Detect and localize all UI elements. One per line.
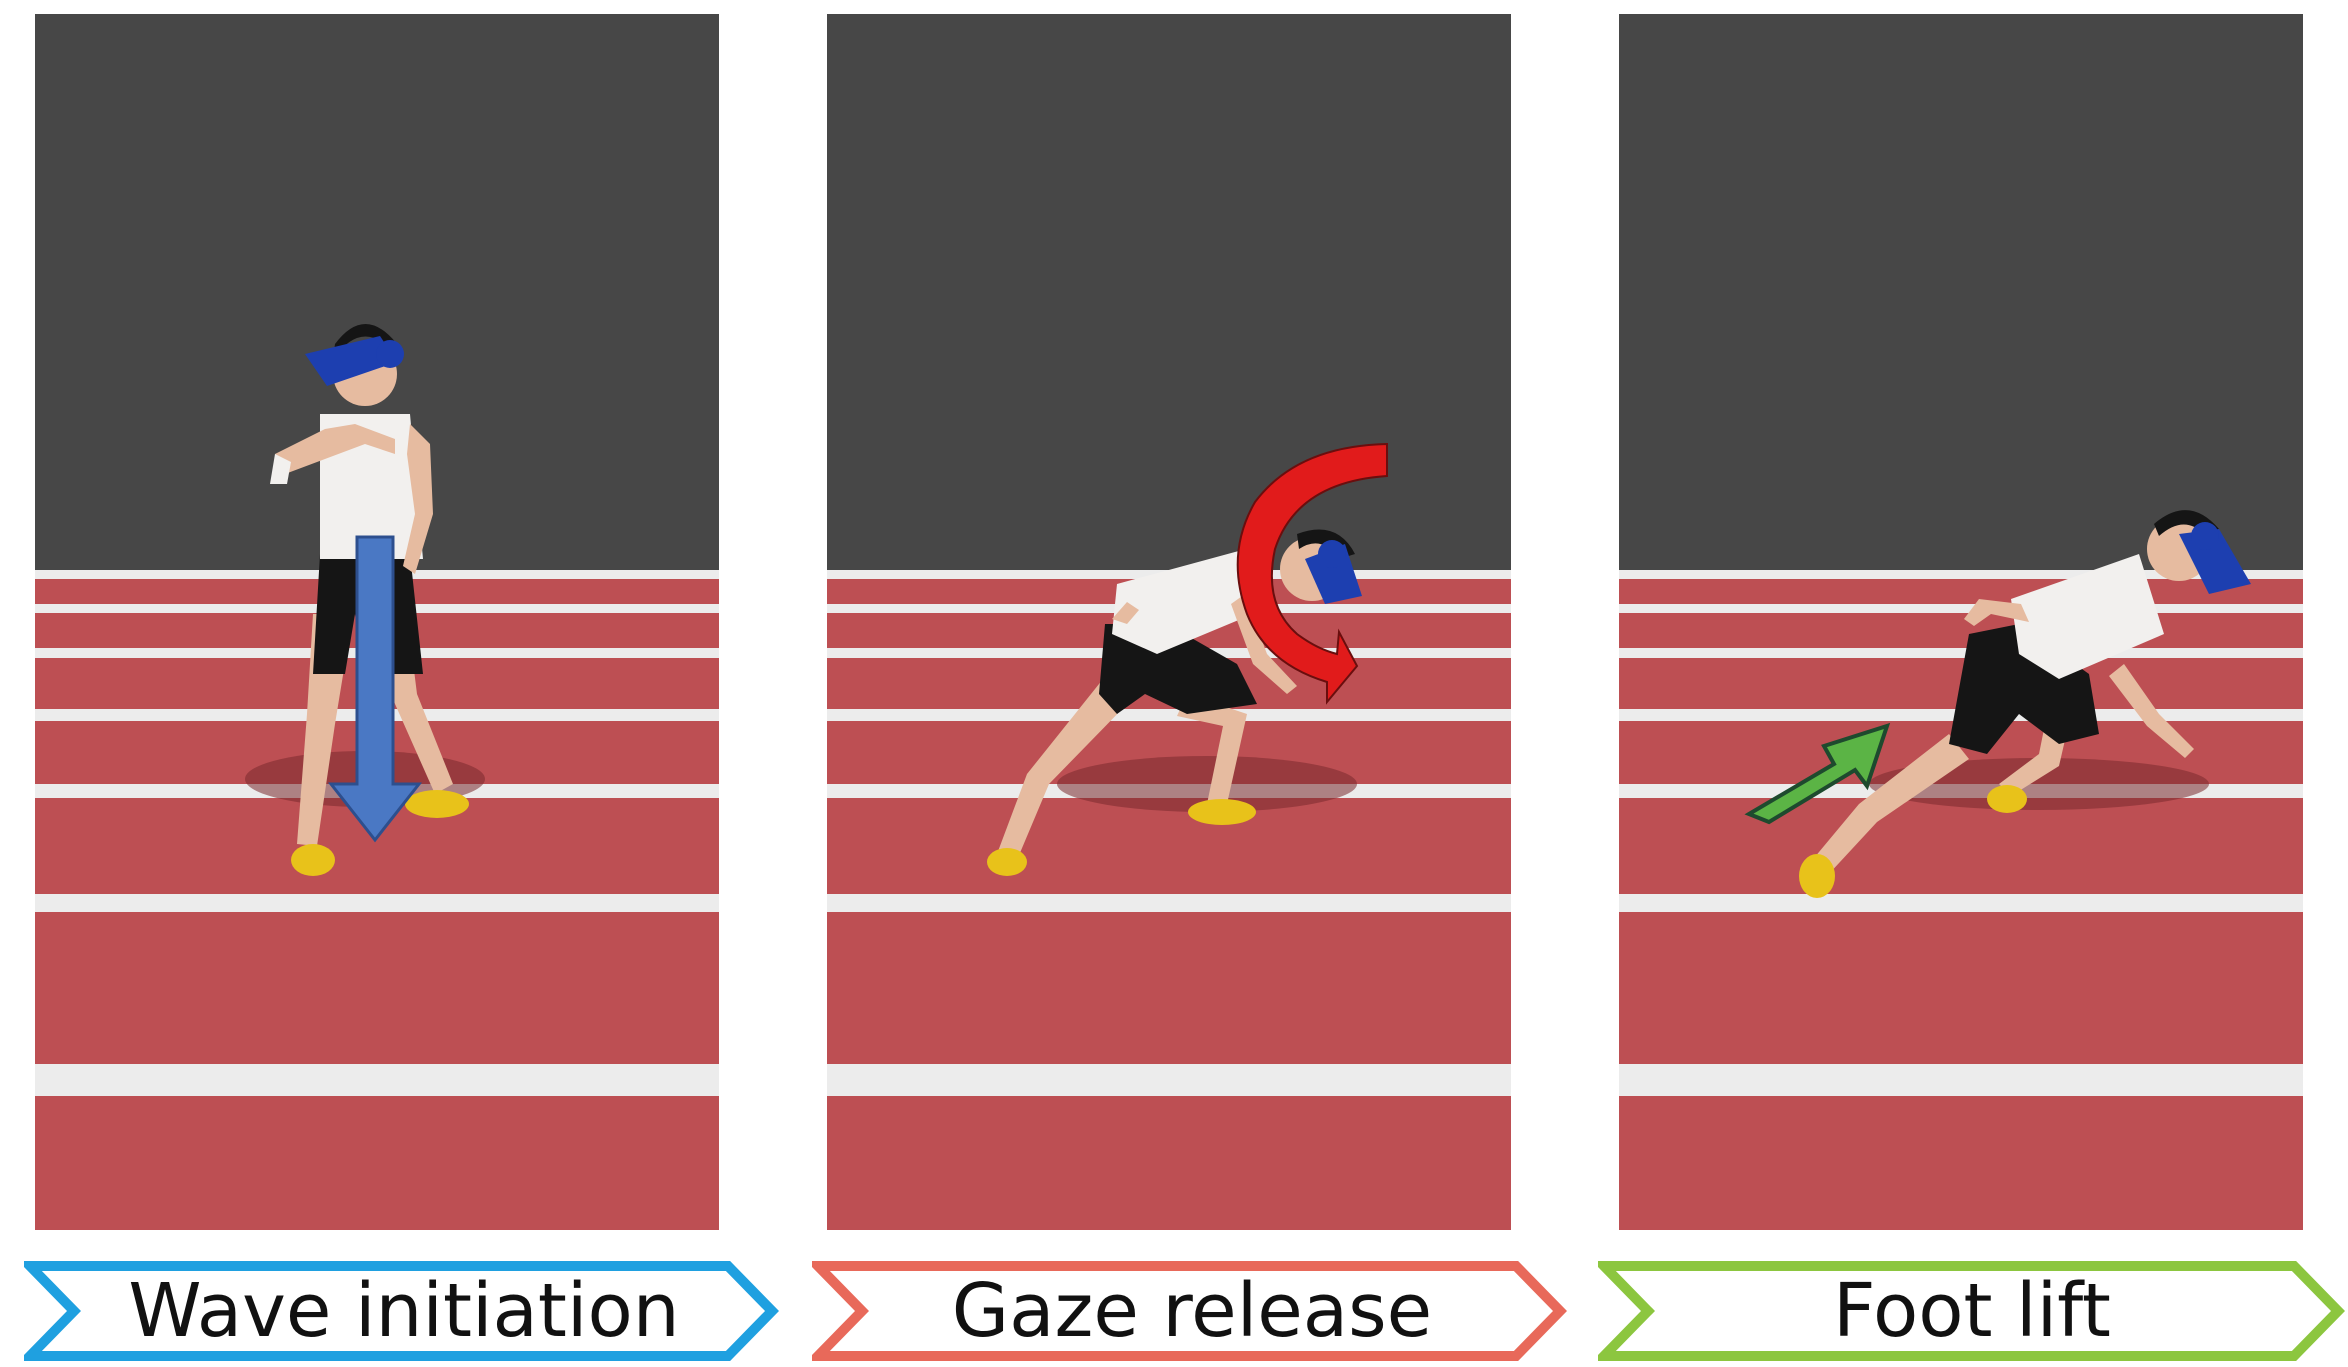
stage-banner-1: Wave initiation xyxy=(24,1258,784,1364)
scene-wave-initiation xyxy=(35,14,719,1230)
stage-banner-2: Gaze release xyxy=(812,1258,1572,1364)
stage-label-wave-initiation: Wave initiation xyxy=(24,1258,784,1364)
scene-gaze-release xyxy=(827,14,1511,1230)
stage-label-foot-lift: Foot lift xyxy=(1598,1258,2346,1364)
stage-banner-3: Foot lift xyxy=(1598,1258,2346,1364)
background-wall xyxy=(827,14,1511,574)
scene-panel-foot-lift xyxy=(1619,14,2303,1230)
scene-panel-gaze-release xyxy=(827,14,1511,1230)
scene-panel-wave-initiation xyxy=(35,14,719,1230)
scene-foot-lift xyxy=(1619,14,2303,1230)
background-wall xyxy=(1619,14,2303,574)
stage-label-gaze-release: Gaze release xyxy=(812,1258,1572,1364)
